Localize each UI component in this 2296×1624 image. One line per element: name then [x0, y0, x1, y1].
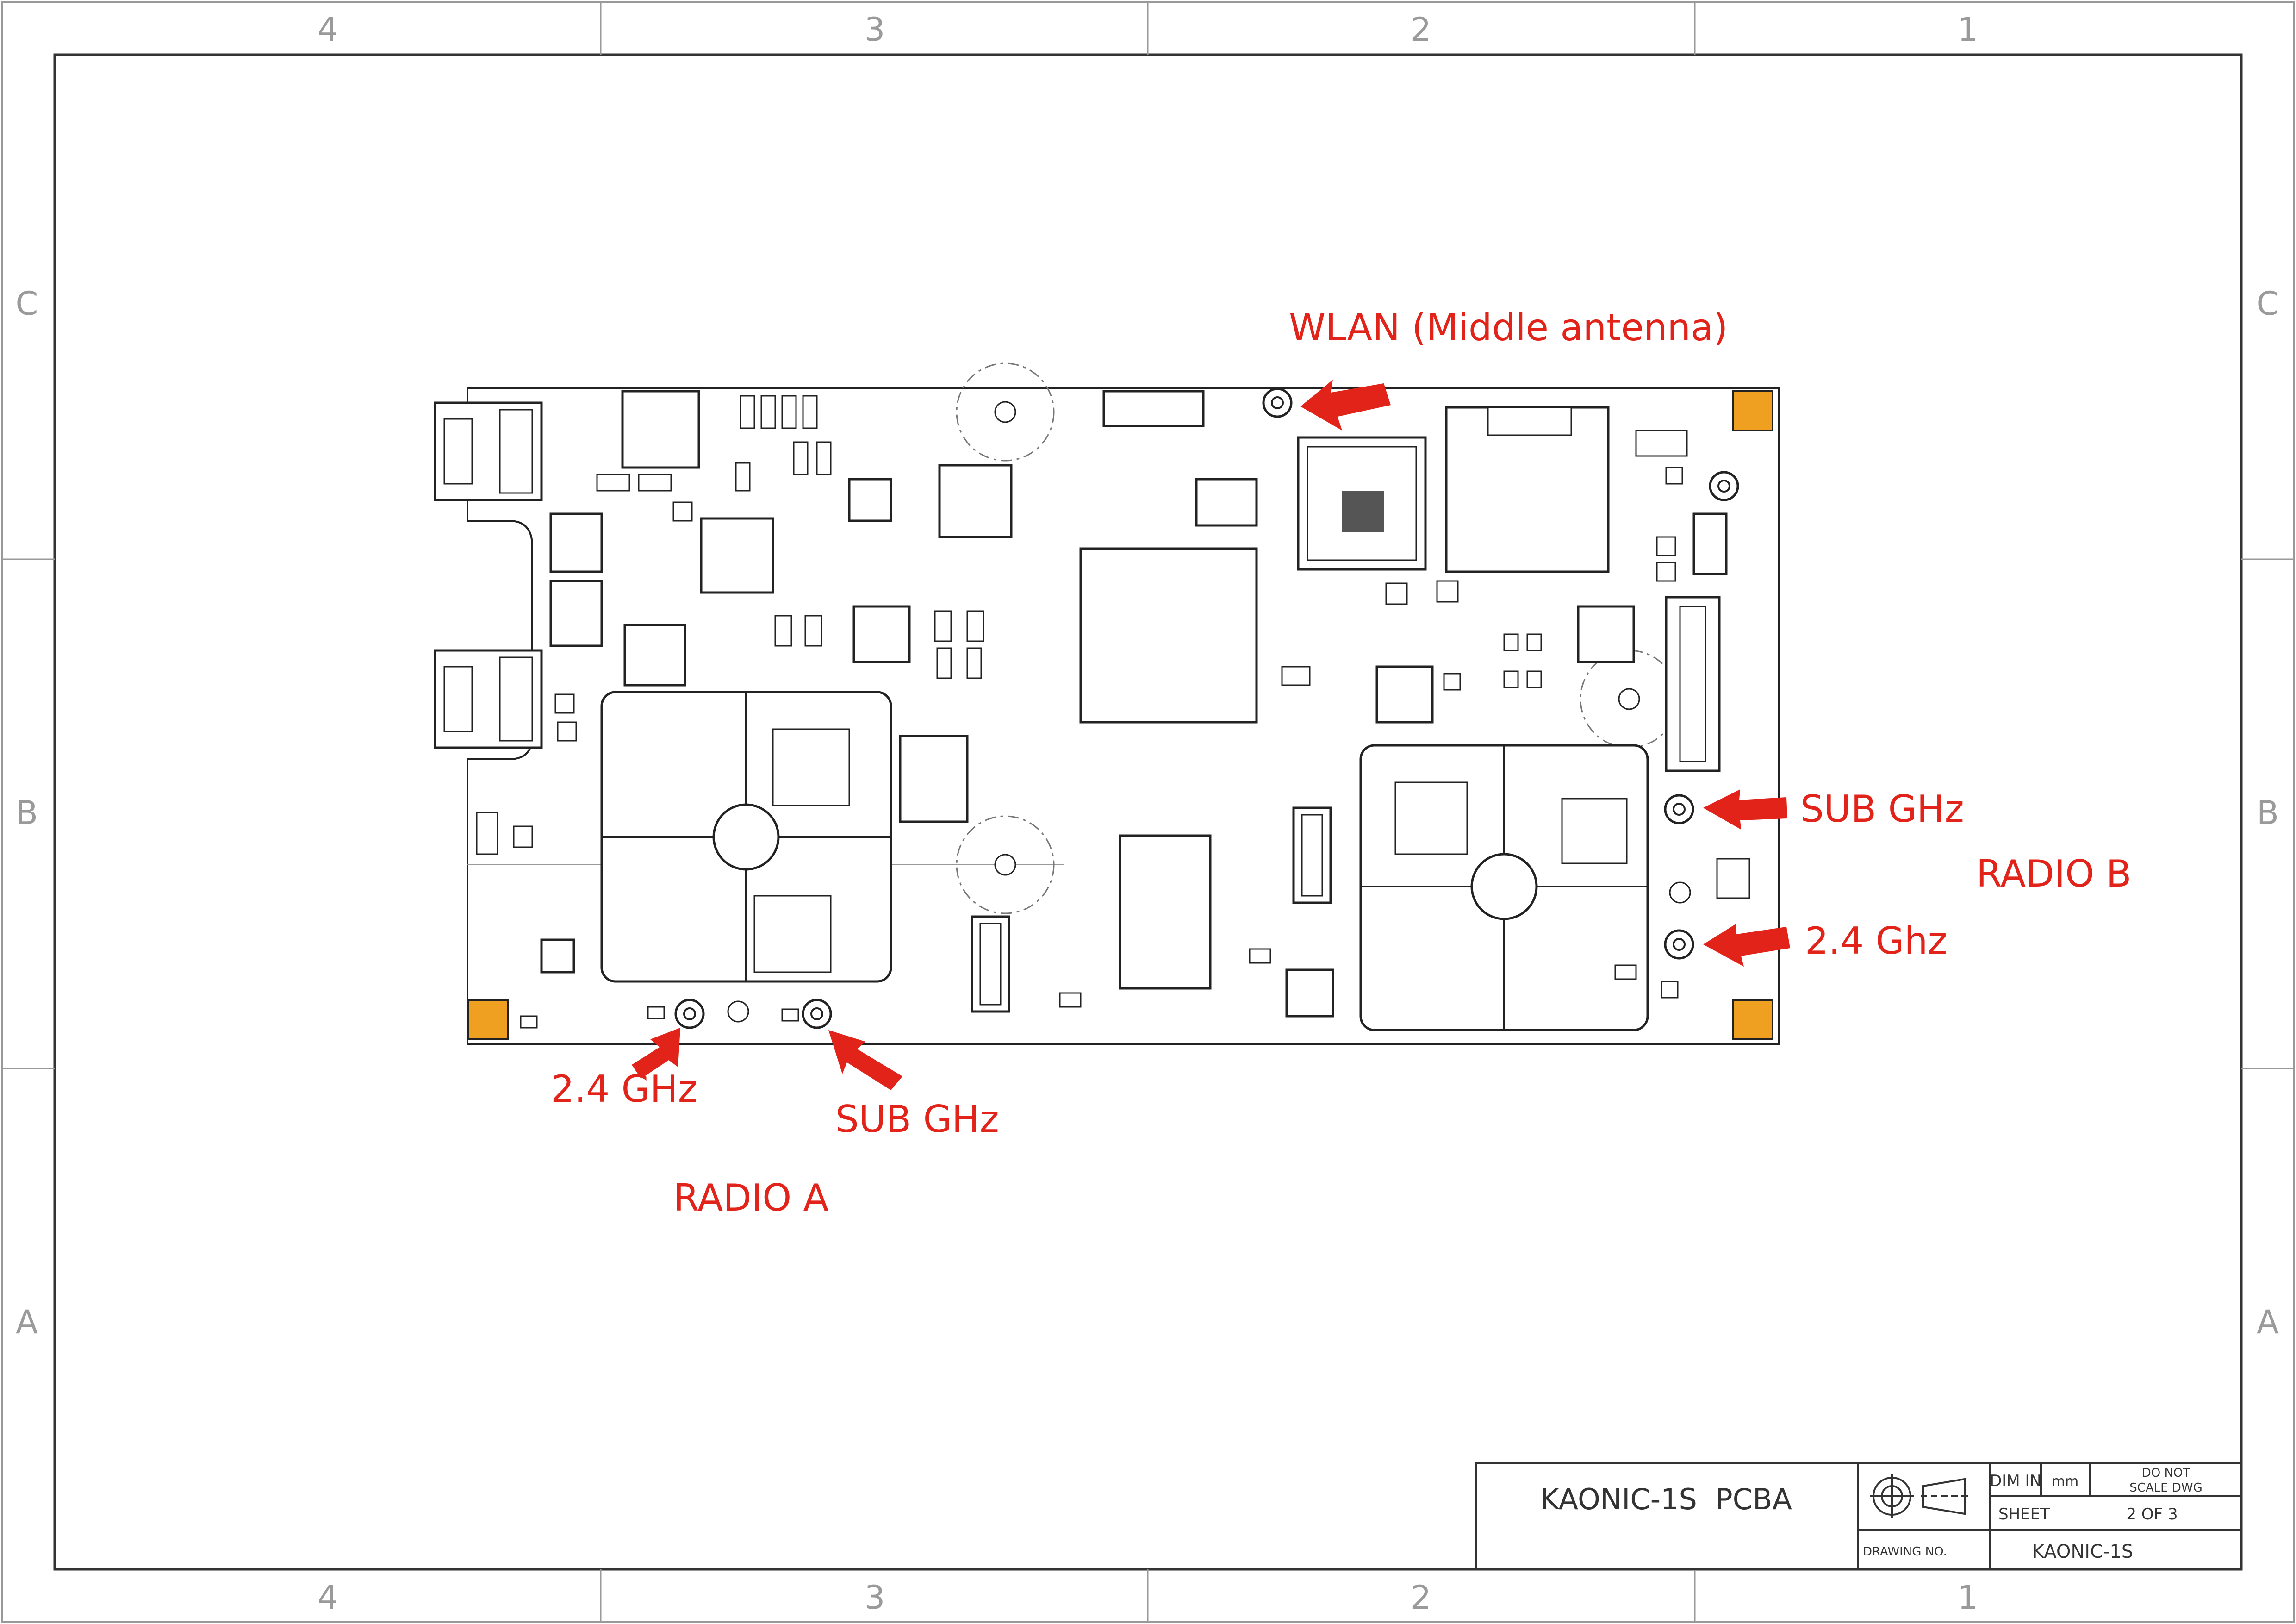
usb-connector-bottom	[434, 649, 543, 749]
arrow-radio-b-24-icon	[1703, 924, 1790, 967]
main-processor	[1079, 547, 1258, 724]
zone-col-2-bottom: 2	[1411, 1579, 1431, 1617]
usb-connector-top	[434, 401, 543, 501]
arrow-radio-a-sub-icon	[828, 1030, 902, 1090]
sd-card-slot	[1445, 406, 1610, 573]
callout-wlan: WLAN (Middle antenna)	[1289, 306, 1728, 349]
do-not-scale-line1: DO NOT	[2142, 1466, 2190, 1480]
do-not-scale-line2: SCALE DWG	[2129, 1481, 2203, 1495]
projection-symbol-icon	[1870, 1474, 1969, 1518]
switch-component	[1195, 478, 1258, 527]
zone-row-c-left: C	[16, 285, 38, 323]
zone-col-3-bottom: 3	[865, 1579, 885, 1617]
drawing-no-label: DRAWING NO.	[1863, 1545, 1947, 1559]
radio-b-sub-ghz-connector	[1664, 794, 1694, 824]
top-connector	[1102, 390, 1205, 427]
zone-col-4-top: 4	[317, 11, 338, 49]
callout-radio-b-sub-ghz: SUB GHz	[1800, 787, 1964, 831]
radio-b-shield	[1359, 744, 1649, 1031]
arrow-radio-b-sub-icon	[1703, 789, 1787, 830]
callout-arrows	[632, 380, 1790, 1090]
small-connector-right	[1692, 512, 1728, 575]
arrow-wlan-icon	[1300, 380, 1391, 431]
memory-chip	[1119, 834, 1212, 990]
pmic	[938, 464, 1013, 538]
zone-col-1-bottom: 1	[1958, 1579, 1979, 1617]
callout-radio-a-24ghz: 2.4 GHz	[551, 1068, 697, 1111]
ic-small-e	[899, 735, 969, 823]
header-connector	[549, 580, 603, 647]
drawing-no-value: KAONIC-1S	[2032, 1541, 2134, 1562]
ic-left	[852, 605, 911, 663]
drawing-title: KAONIC-1S PCBA	[1540, 1482, 1792, 1516]
regulator	[623, 624, 686, 687]
arrow-radio-a-24-icon	[632, 1028, 680, 1079]
zone-row-a-left: A	[16, 1303, 38, 1341]
pcb-board	[434, 362, 1780, 1045]
zone-row-c-right: C	[2257, 285, 2279, 323]
title-block: KAONIC-1S PCBA DIM IN mm DO NOT SCALE DW…	[1475, 1462, 2242, 1570]
wlan-antenna-connector	[1262, 387, 1293, 418]
fpc-connector	[1665, 596, 1721, 772]
ic-small-b	[1577, 605, 1635, 663]
smd-parts	[476, 395, 1750, 1029]
callout-radio-b-24ghz: 2.4 Ghz	[1805, 919, 1947, 962]
power-inductor	[700, 517, 774, 594]
dim-unit: mm	[2052, 1474, 2078, 1490]
jst-connector	[549, 512, 603, 573]
board-to-board-connector-a	[971, 915, 1010, 1013]
zone-row-b-left: B	[16, 794, 38, 832]
zone-col-1-top: 1	[1958, 11, 1979, 49]
sheet-value: 2 OF 3	[2126, 1505, 2178, 1524]
wlan-module	[1297, 436, 1427, 571]
ic-small-g	[540, 938, 575, 974]
zone-col-4-bottom: 4	[317, 1579, 338, 1617]
corner-pads	[467, 390, 1773, 1040]
ic-small-f	[1285, 968, 1334, 1018]
ic-small-c	[1375, 665, 1434, 724]
radio-a-shield	[600, 691, 892, 983]
radio-b-24ghz-connector	[1664, 929, 1694, 960]
radio-a-24ghz-connector	[674, 999, 705, 1029]
zone-labels: 4 3 2 1 4 3 2 1 C B A C B A	[16, 11, 2279, 1617]
callout-radio-b: RADIO B	[1976, 852, 2132, 895]
zone-row-a-right: A	[2257, 1303, 2279, 1341]
zone-col-3-top: 3	[865, 11, 885, 49]
callouts: WLAN (Middle antenna) SUB GHz RADIO B 2.…	[551, 306, 2132, 1219]
callout-radio-a: RADIO A	[673, 1176, 829, 1219]
board-to-board-connector-b	[1292, 806, 1332, 904]
spare-antenna-connector	[1709, 471, 1739, 501]
zone-col-2-top: 2	[1411, 11, 1431, 49]
radio-a-sub-ghz-connector	[802, 999, 832, 1029]
dim-in-label: DIM IN	[1990, 1472, 2041, 1490]
mounting-holes	[727, 362, 1691, 1023]
sheet-label: SHEET	[1998, 1505, 2050, 1524]
ic-small-d	[848, 478, 892, 522]
inductor	[621, 390, 700, 469]
callout-radio-a-sub-ghz: SUB GHz	[835, 1098, 999, 1141]
zone-row-b-right: B	[2257, 794, 2279, 832]
